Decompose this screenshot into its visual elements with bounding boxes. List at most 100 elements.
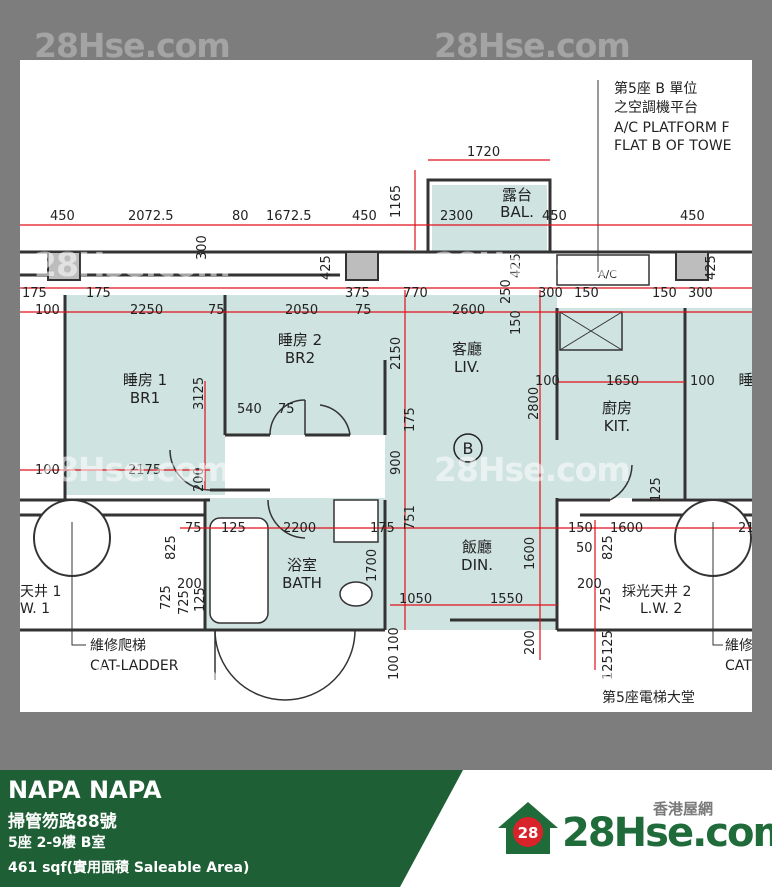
dim-label: 250 (499, 279, 514, 304)
dim-label: 100 (535, 374, 560, 389)
dim-label: 75 (208, 303, 225, 318)
dim-label: 770 (403, 286, 428, 301)
room-label-kit-en: KIT. (604, 417, 630, 435)
dim-label: 2050 (285, 303, 318, 318)
dim-label: 100 (690, 374, 715, 389)
dim-label: 125 (221, 521, 246, 536)
room-label-kit-cn: 廚房 (602, 399, 632, 417)
dim-label: 450 (50, 209, 75, 224)
dim-label: 425 (704, 255, 719, 280)
dim-label: 1600 (610, 521, 643, 536)
room-label-br1-cn: 睡房 1 (123, 371, 167, 389)
dim-label: 300 (538, 286, 563, 301)
dim-label: 75 (185, 521, 202, 536)
dim-label: 75 (278, 402, 295, 417)
room-label-bath-cn: 浴室 (287, 556, 317, 574)
dim-label: 900 (389, 450, 404, 475)
room-label-liv-en: LIV. (454, 358, 480, 376)
site-logo[interactable]: 28Hse.com (562, 810, 772, 856)
dimension-labels: 450 2072.5 80 1672.5 450 2300 450 450 17… (22, 145, 752, 680)
dim-label: 1672.5 (266, 209, 312, 224)
dim-label: 200 (192, 467, 207, 492)
watermark-text: 28Hse.com (434, 450, 631, 489)
dim-label: 2072.5 (128, 209, 174, 224)
dim-label: 2600 (452, 303, 485, 318)
dim-label: 425 (319, 255, 334, 280)
light-well-2-cn: 採光天井 2 (622, 584, 691, 600)
dim-label: 450 (680, 209, 705, 224)
dim-label: 751 (403, 505, 418, 530)
watermark-text: 28Hse.com (34, 245, 231, 284)
dim-label: 100 (35, 463, 60, 478)
toilet (339, 581, 373, 607)
logo-badge-text: 28 (518, 824, 539, 842)
columns (47, 251, 709, 281)
room-label-br2-en: BR2 (285, 349, 315, 367)
watermark-text: 28Hse.com (34, 658, 231, 697)
dim-label: 150 (652, 286, 677, 301)
watermark-text: 28Hse.com (434, 245, 631, 284)
room-labels: 睡房 1 BR1 睡房 2 BR2 客廳 LIV. 廚房 KIT. 浴室 BAT… (123, 186, 752, 592)
room-label-din-cn: 飯廳 (462, 538, 492, 556)
dim-label: 100 (387, 655, 402, 680)
dim-label: 150 (568, 521, 593, 536)
annotations: 第5座 B 單位 之空調機平台 A/C PLATFORM F FLAT B OF… (20, 80, 752, 706)
ac-platform (556, 254, 650, 286)
dim-label: 1720 (467, 145, 500, 160)
dim-label: 725 (599, 587, 614, 612)
room-label-liv-cn: 客廳 (452, 340, 482, 358)
wash-basin (333, 499, 379, 543)
dim-label: 2300 (440, 209, 473, 224)
dim-label: 2800 (527, 387, 542, 420)
estate-name: NAPA NAPA (8, 776, 162, 804)
dim-label: 2175 (128, 463, 161, 478)
watermark-text: 28Hse.com (434, 26, 631, 65)
house-logo-icon: 28 (498, 802, 558, 854)
cat-ladder-en: CAT-LADDER (90, 658, 179, 674)
dim-label: 825 (164, 535, 179, 560)
floor-plan: A/C (20, 60, 752, 712)
lift-lobby-label: 第5座電梯大堂 (602, 689, 695, 706)
dim-label: 75 (355, 303, 372, 318)
dim-label: 425 (509, 253, 524, 278)
ac-annotation-en-1: A/C PLATFORM F (614, 120, 730, 136)
dim-label: 2150 (389, 337, 404, 370)
unit-marker-circle (453, 433, 483, 463)
dim-label: 450 (542, 209, 567, 224)
room-label-bath-en: BATH (282, 574, 322, 592)
dim-label: 125 (649, 477, 664, 502)
dim-label: 100 (387, 627, 402, 652)
dim-label: 300 (688, 286, 713, 301)
ladder-leaders (71, 522, 723, 646)
unit-info: 5座 2-9樓 B室 (8, 835, 106, 851)
light-well-1-cn: 天井 1 (20, 584, 61, 600)
ac-unit-label: A/C (598, 268, 617, 281)
dim-label: 825 (601, 535, 616, 560)
room-label-br2-cn: 睡房 2 (278, 331, 322, 349)
dim-label: 175 (403, 407, 418, 432)
dim-label: 1165 (389, 185, 404, 218)
dim-label: 1600 (523, 537, 538, 570)
kitchen-sink-cross (559, 311, 623, 351)
room-label-bal-en: BAL. (500, 203, 534, 221)
ac-annotation-cn-1: 第5座 B 單位 (614, 80, 697, 97)
dim-label: 2250 (130, 303, 163, 318)
ac-annotation-en-2: FLAT B OF TOWE (614, 138, 732, 154)
cat-ladder-cn: 維修爬梯 (90, 638, 146, 654)
dim-label: 450 (352, 209, 377, 224)
dim-label: 125 (601, 655, 616, 680)
dim-label: 50 (576, 541, 593, 556)
bathtub (209, 517, 269, 624)
dim-label: 200 (577, 577, 602, 592)
unit-marker-label: B (463, 439, 474, 458)
dim-label: 200 (523, 630, 538, 655)
dimension-lines (20, 159, 752, 670)
listing-footer: NAPA NAPA 掃管笏路88號 5座 2-9樓 B室 461 sqf(實用面… (0, 770, 772, 887)
dim-label: 1550 (490, 592, 523, 607)
room-label-br1-en: BR1 (130, 389, 160, 407)
cat-ladder-2-cn: 維修 (725, 638, 752, 654)
dim-label: 200 (177, 577, 202, 592)
ac-annotation-cn-2: 之空調機平台 (614, 100, 698, 116)
doors (169, 399, 633, 701)
